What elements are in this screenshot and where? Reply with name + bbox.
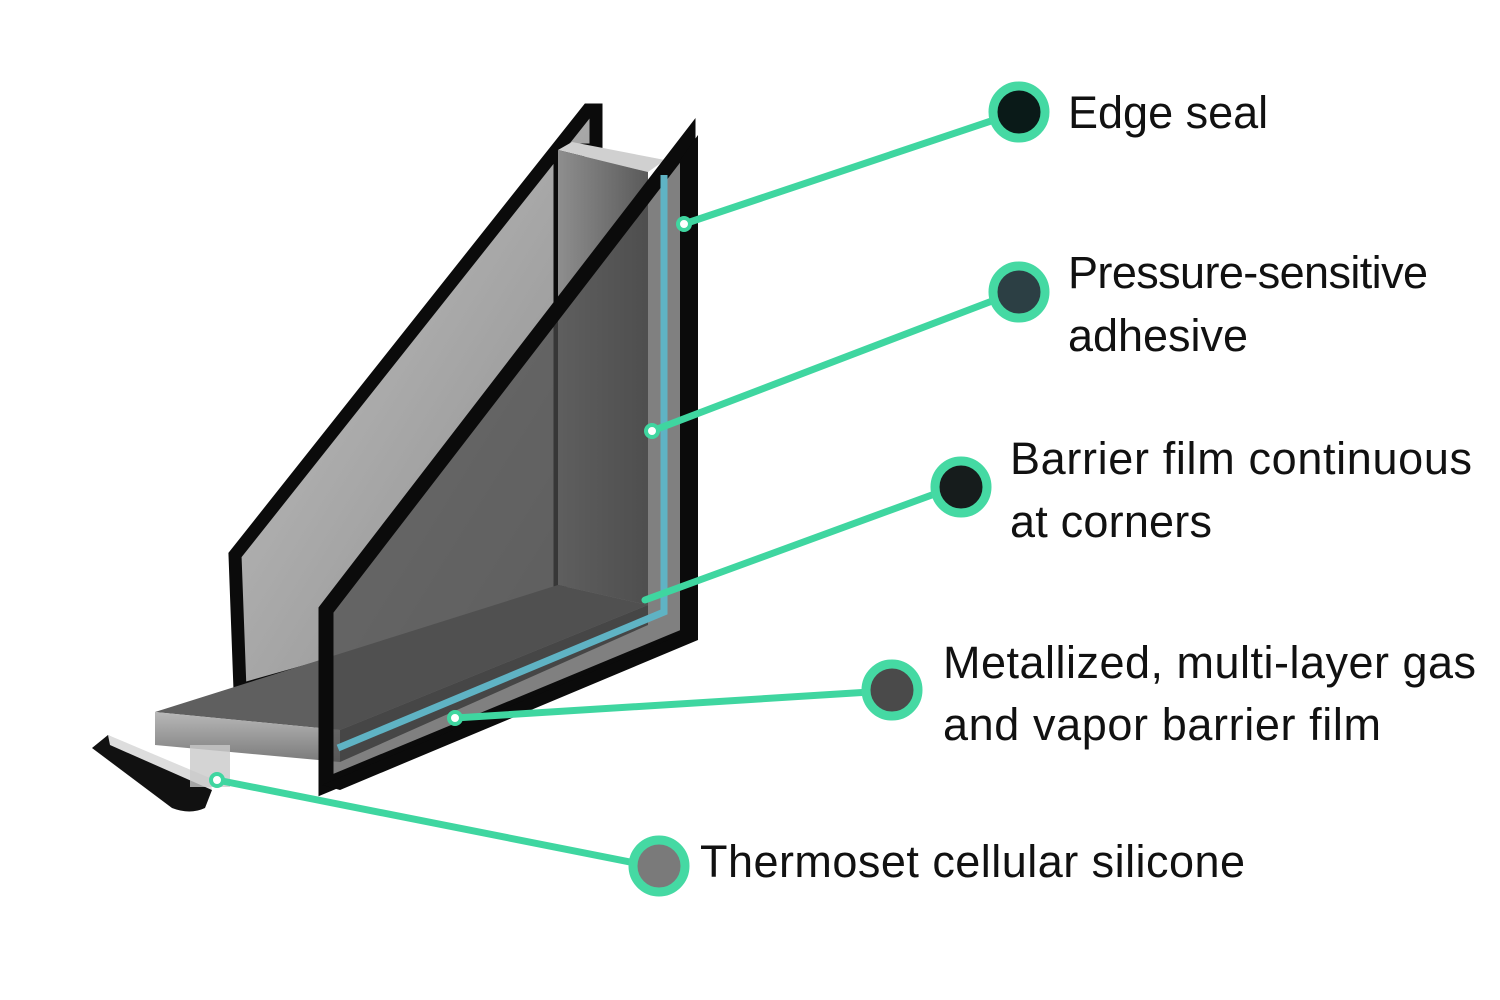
anchor-dot (644, 423, 660, 439)
leader-edge-seal (680, 114, 1004, 228)
leader-lines (209, 114, 1004, 868)
leader-silicone (213, 776, 644, 868)
callout-label: Metallized, multi-layer gas (943, 637, 1476, 688)
leader-metallized-film (451, 688, 874, 722)
callout-pressure-sensitive-adhesive: Pressure-sensitive adhesive (988, 247, 1428, 361)
leader-adhesive (648, 294, 1004, 435)
swatch-marker (930, 456, 992, 518)
callout-thermoset-silicone: Thermoset cellular silicone (628, 835, 1245, 897)
callout-barrier-film: Barrier film continuous at corners (930, 433, 1472, 547)
anchor-dot (447, 710, 463, 726)
swatch-marker (861, 659, 923, 721)
swatch-marker (988, 81, 1050, 143)
silicone-corner-piece (92, 735, 230, 812)
callout-label: and vapor barrier film (943, 699, 1381, 750)
callout-label: Barrier film continuous (1010, 433, 1472, 484)
callout-edge-seal: Edge seal (988, 81, 1268, 143)
callout-label: at corners (1010, 496, 1212, 547)
anchor-dot (676, 216, 692, 232)
front-glass-pane (318, 117, 698, 797)
swatch-marker (988, 261, 1050, 323)
swatch-marker (628, 835, 690, 897)
callout-metallized-film: Metallized, multi-layer gas and vapor ba… (861, 637, 1476, 750)
callout-label: adhesive (1068, 310, 1248, 361)
leader-barrier-film (641, 488, 944, 604)
callout-label: Thermoset cellular silicone (700, 836, 1245, 887)
callout-label: Edge seal (1068, 87, 1268, 138)
anchor-dot (209, 772, 225, 788)
callout-label: Pressure-sensitive (1068, 247, 1428, 298)
